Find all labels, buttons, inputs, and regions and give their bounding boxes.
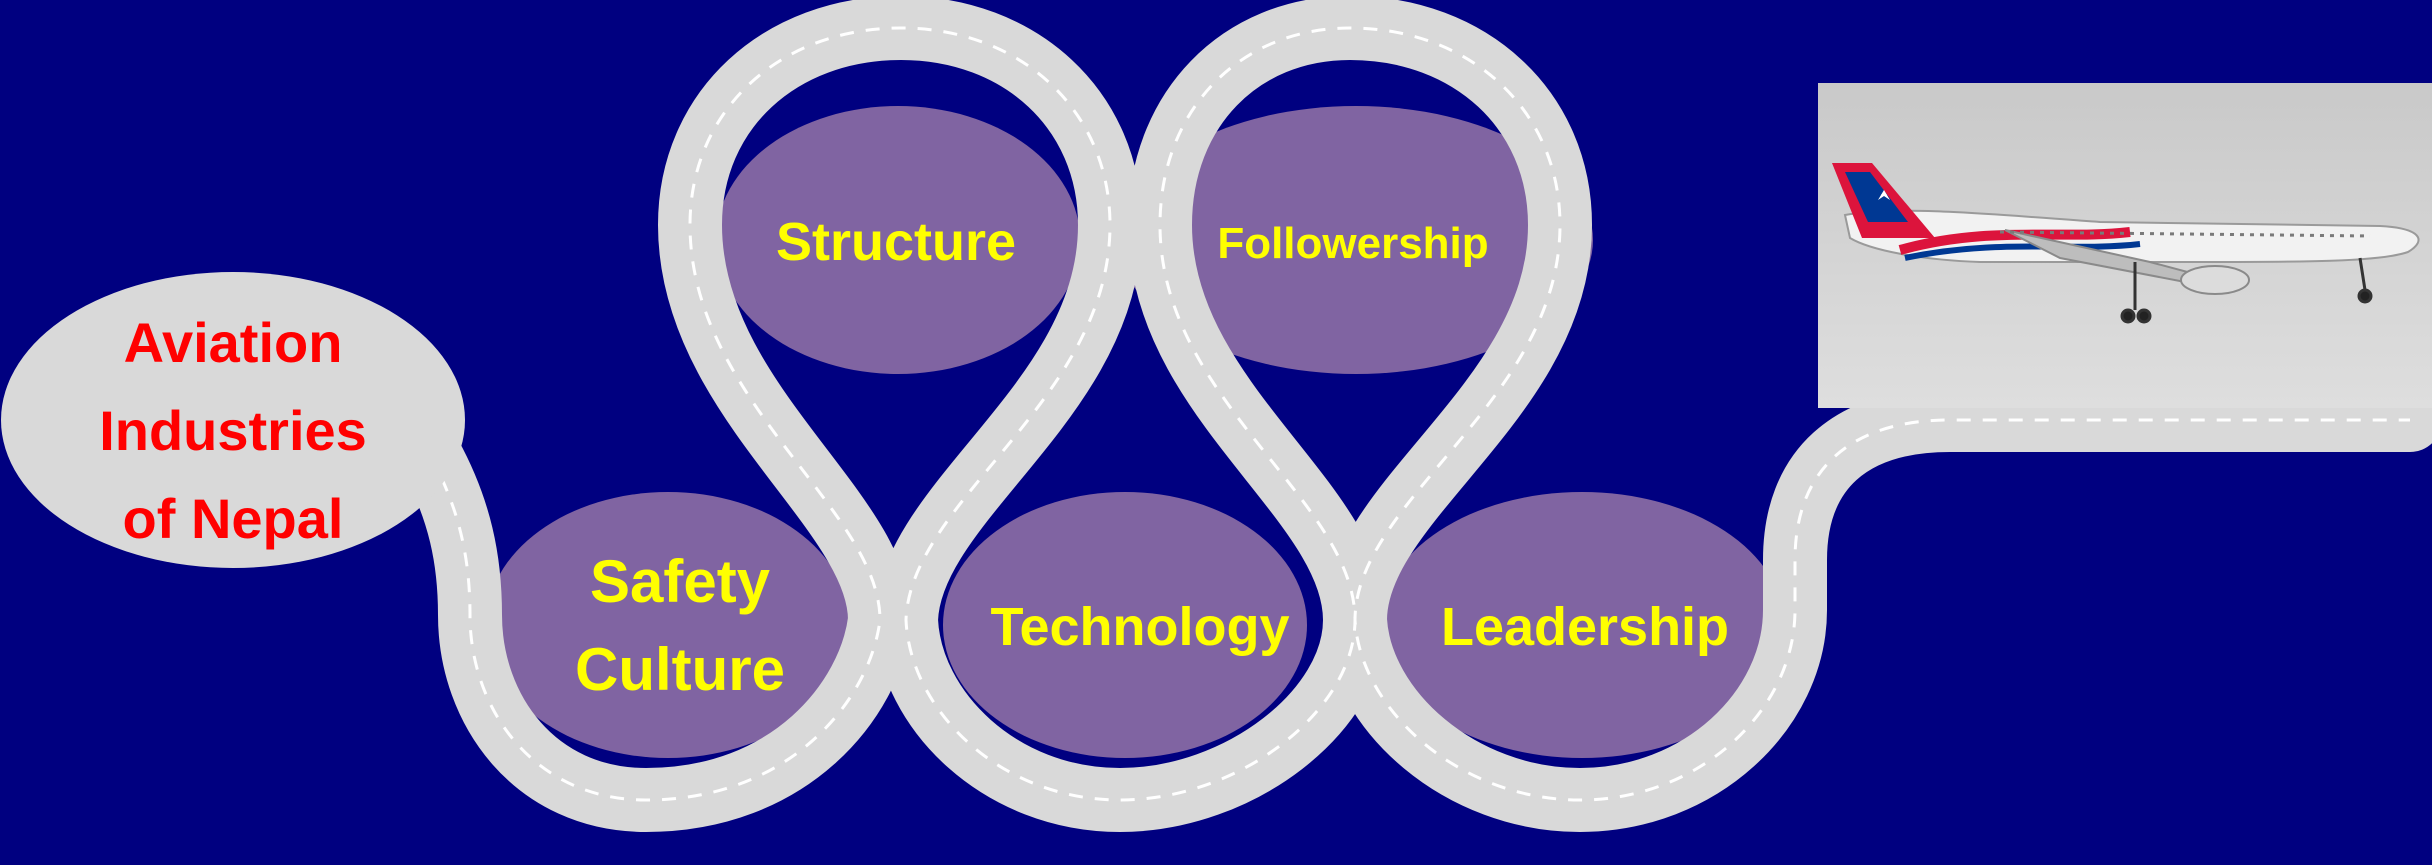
bubble-technology (943, 492, 1307, 758)
airplane-tail-star (1878, 190, 1890, 200)
bubble-safety-culture (486, 492, 850, 758)
airplane-tail-flag (1845, 172, 1908, 222)
label-leadership: Leadership (1441, 597, 1729, 657)
start-oval (1, 272, 465, 568)
bubble-followership (1119, 106, 1593, 374)
start-node: Aviation Industries of Nepal (1, 272, 465, 568)
start-line-3: of Nepal (123, 487, 344, 550)
airplane-landing-gear (2120, 257, 2373, 324)
airplane-windows (1999, 230, 2371, 238)
start-line-1: Aviation (124, 311, 343, 374)
airplane-livery-stripe-blue (1904, 241, 2141, 261)
bubble-structure (716, 106, 1080, 374)
label-structure: Structure (776, 212, 1016, 272)
start-line-2: Industries (99, 399, 367, 462)
label-technology: Technology (990, 597, 1289, 657)
road-center-dashes (428, 26, 2410, 802)
airplane-photo (1818, 83, 2432, 408)
label-safety-culture-line-1: Safety (590, 548, 771, 615)
bubbles (486, 106, 1784, 758)
label-followership: Followership (1217, 219, 1488, 268)
label-safety-culture-line-2: Culture (575, 636, 785, 703)
node-labels: Safety Culture Structure Technology Foll… (575, 212, 1729, 703)
airplane-engine (2180, 265, 2250, 295)
bubble-leadership (1380, 492, 1784, 758)
road (398, 0, 2432, 832)
